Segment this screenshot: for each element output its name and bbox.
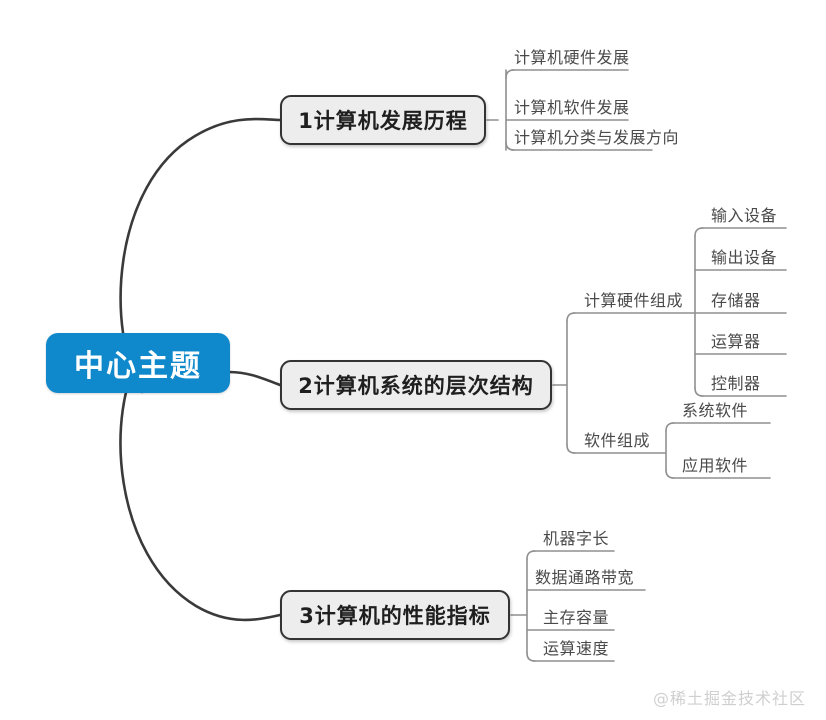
leaf-hw-0[interactable]: 输入设备 <box>711 208 777 224</box>
leaf-b3-1[interactable]: 数据通路带宽 <box>535 570 634 586</box>
edge-hw-cap-top <box>694 227 704 237</box>
leaf-hw-2-label: 存储器 <box>711 291 761 310</box>
leaf-sw-0[interactable]: 系统软件 <box>682 403 748 419</box>
edge-branch-3-cap-bottom <box>526 652 536 662</box>
root-node[interactable]: 中心主题 <box>46 333 230 393</box>
leaf-hw-3[interactable]: 运算器 <box>711 334 761 350</box>
edge-branch-2-cap-bottom <box>566 444 576 454</box>
leaf-b1-1[interactable]: 计算机软件发展 <box>514 100 630 116</box>
leaf-hw-2[interactable]: 存储器 <box>711 293 761 309</box>
leaf-b1-1-label: 计算机软件发展 <box>514 98 630 117</box>
leaf-sw-1-label: 应用软件 <box>682 456 749 475</box>
leaf-hw-4[interactable]: 控制器 <box>711 376 761 392</box>
leaf-sw-1[interactable]: 应用软件 <box>682 458 748 474</box>
leaf-b1-2-label: 计算机分类与发展方向 <box>514 128 680 147</box>
branch-node-2[interactable]: 2计算机系统的层次结构 <box>280 360 552 410</box>
sub-node-software[interactable]: 软件组成 <box>584 433 650 449</box>
edge-branch-1-spine-cap-top <box>505 69 515 79</box>
leaf-b3-3-label: 运算速度 <box>543 639 610 658</box>
watermark-label: @稀土掘金技术社区 <box>653 689 807 708</box>
edge-hw-cap-bottom <box>694 387 704 397</box>
leaf-b3-1-label: 数据通路带宽 <box>535 568 635 587</box>
branch-node-1-label: 1计算机发展历程 <box>298 109 468 133</box>
sub-node-hardware[interactable]: 计算硬件组成 <box>584 293 683 309</box>
root-node-label: 中心主题 <box>74 349 202 384</box>
sub-node-hardware-label: 计算硬件组成 <box>584 291 684 310</box>
edge-branch-2-spine <box>552 320 568 446</box>
sub-node-software-label: 软件组成 <box>584 431 651 450</box>
edge-branch-2-cap-top <box>566 312 576 322</box>
leaf-hw-1[interactable]: 输出设备 <box>711 250 777 266</box>
leaf-b3-2-label: 主存容量 <box>543 608 610 627</box>
branch-node-2-label: 2计算机系统的层次结构 <box>298 374 534 398</box>
edge-sw-cap-top <box>665 422 675 432</box>
edge-root-to-branch-2 <box>227 370 282 387</box>
leaf-b1-2[interactable]: 计算机分类与发展方向 <box>514 130 679 146</box>
leaf-b3-0[interactable]: 机器字长 <box>543 531 609 547</box>
leaf-hw-0-label: 输入设备 <box>711 206 778 225</box>
leaf-b1-0-label: 计算机硬件发展 <box>514 48 630 67</box>
edge-branch-1-spine <box>486 69 507 151</box>
leaf-b3-0-label: 机器字长 <box>543 529 610 548</box>
watermark: @稀土掘金技术社区 <box>653 685 806 709</box>
edge-branch-3-spine <box>510 558 528 654</box>
leaf-b1-0[interactable]: 计算机硬件发展 <box>514 50 630 66</box>
branch-node-3-label: 3计算机的性能指标 <box>299 604 491 628</box>
leaf-b3-2[interactable]: 主存容量 <box>543 610 609 626</box>
edge-sw-cap-bottom <box>665 469 675 479</box>
leaf-sw-0-label: 系统软件 <box>682 401 749 420</box>
branch-node-1[interactable]: 1计算机发展历程 <box>280 95 486 145</box>
edge-branch-3-cap-top <box>526 550 536 560</box>
edge-branch-1-spine-cap-bottom <box>505 141 515 151</box>
leaf-hw-4-label: 控制器 <box>711 374 761 393</box>
branch-node-3[interactable]: 3计算机的性能指标 <box>280 590 510 640</box>
leaf-hw-3-label: 运算器 <box>711 332 761 351</box>
leaf-hw-1-label: 输出设备 <box>711 248 778 267</box>
leaf-b3-3[interactable]: 运算速度 <box>543 641 609 657</box>
